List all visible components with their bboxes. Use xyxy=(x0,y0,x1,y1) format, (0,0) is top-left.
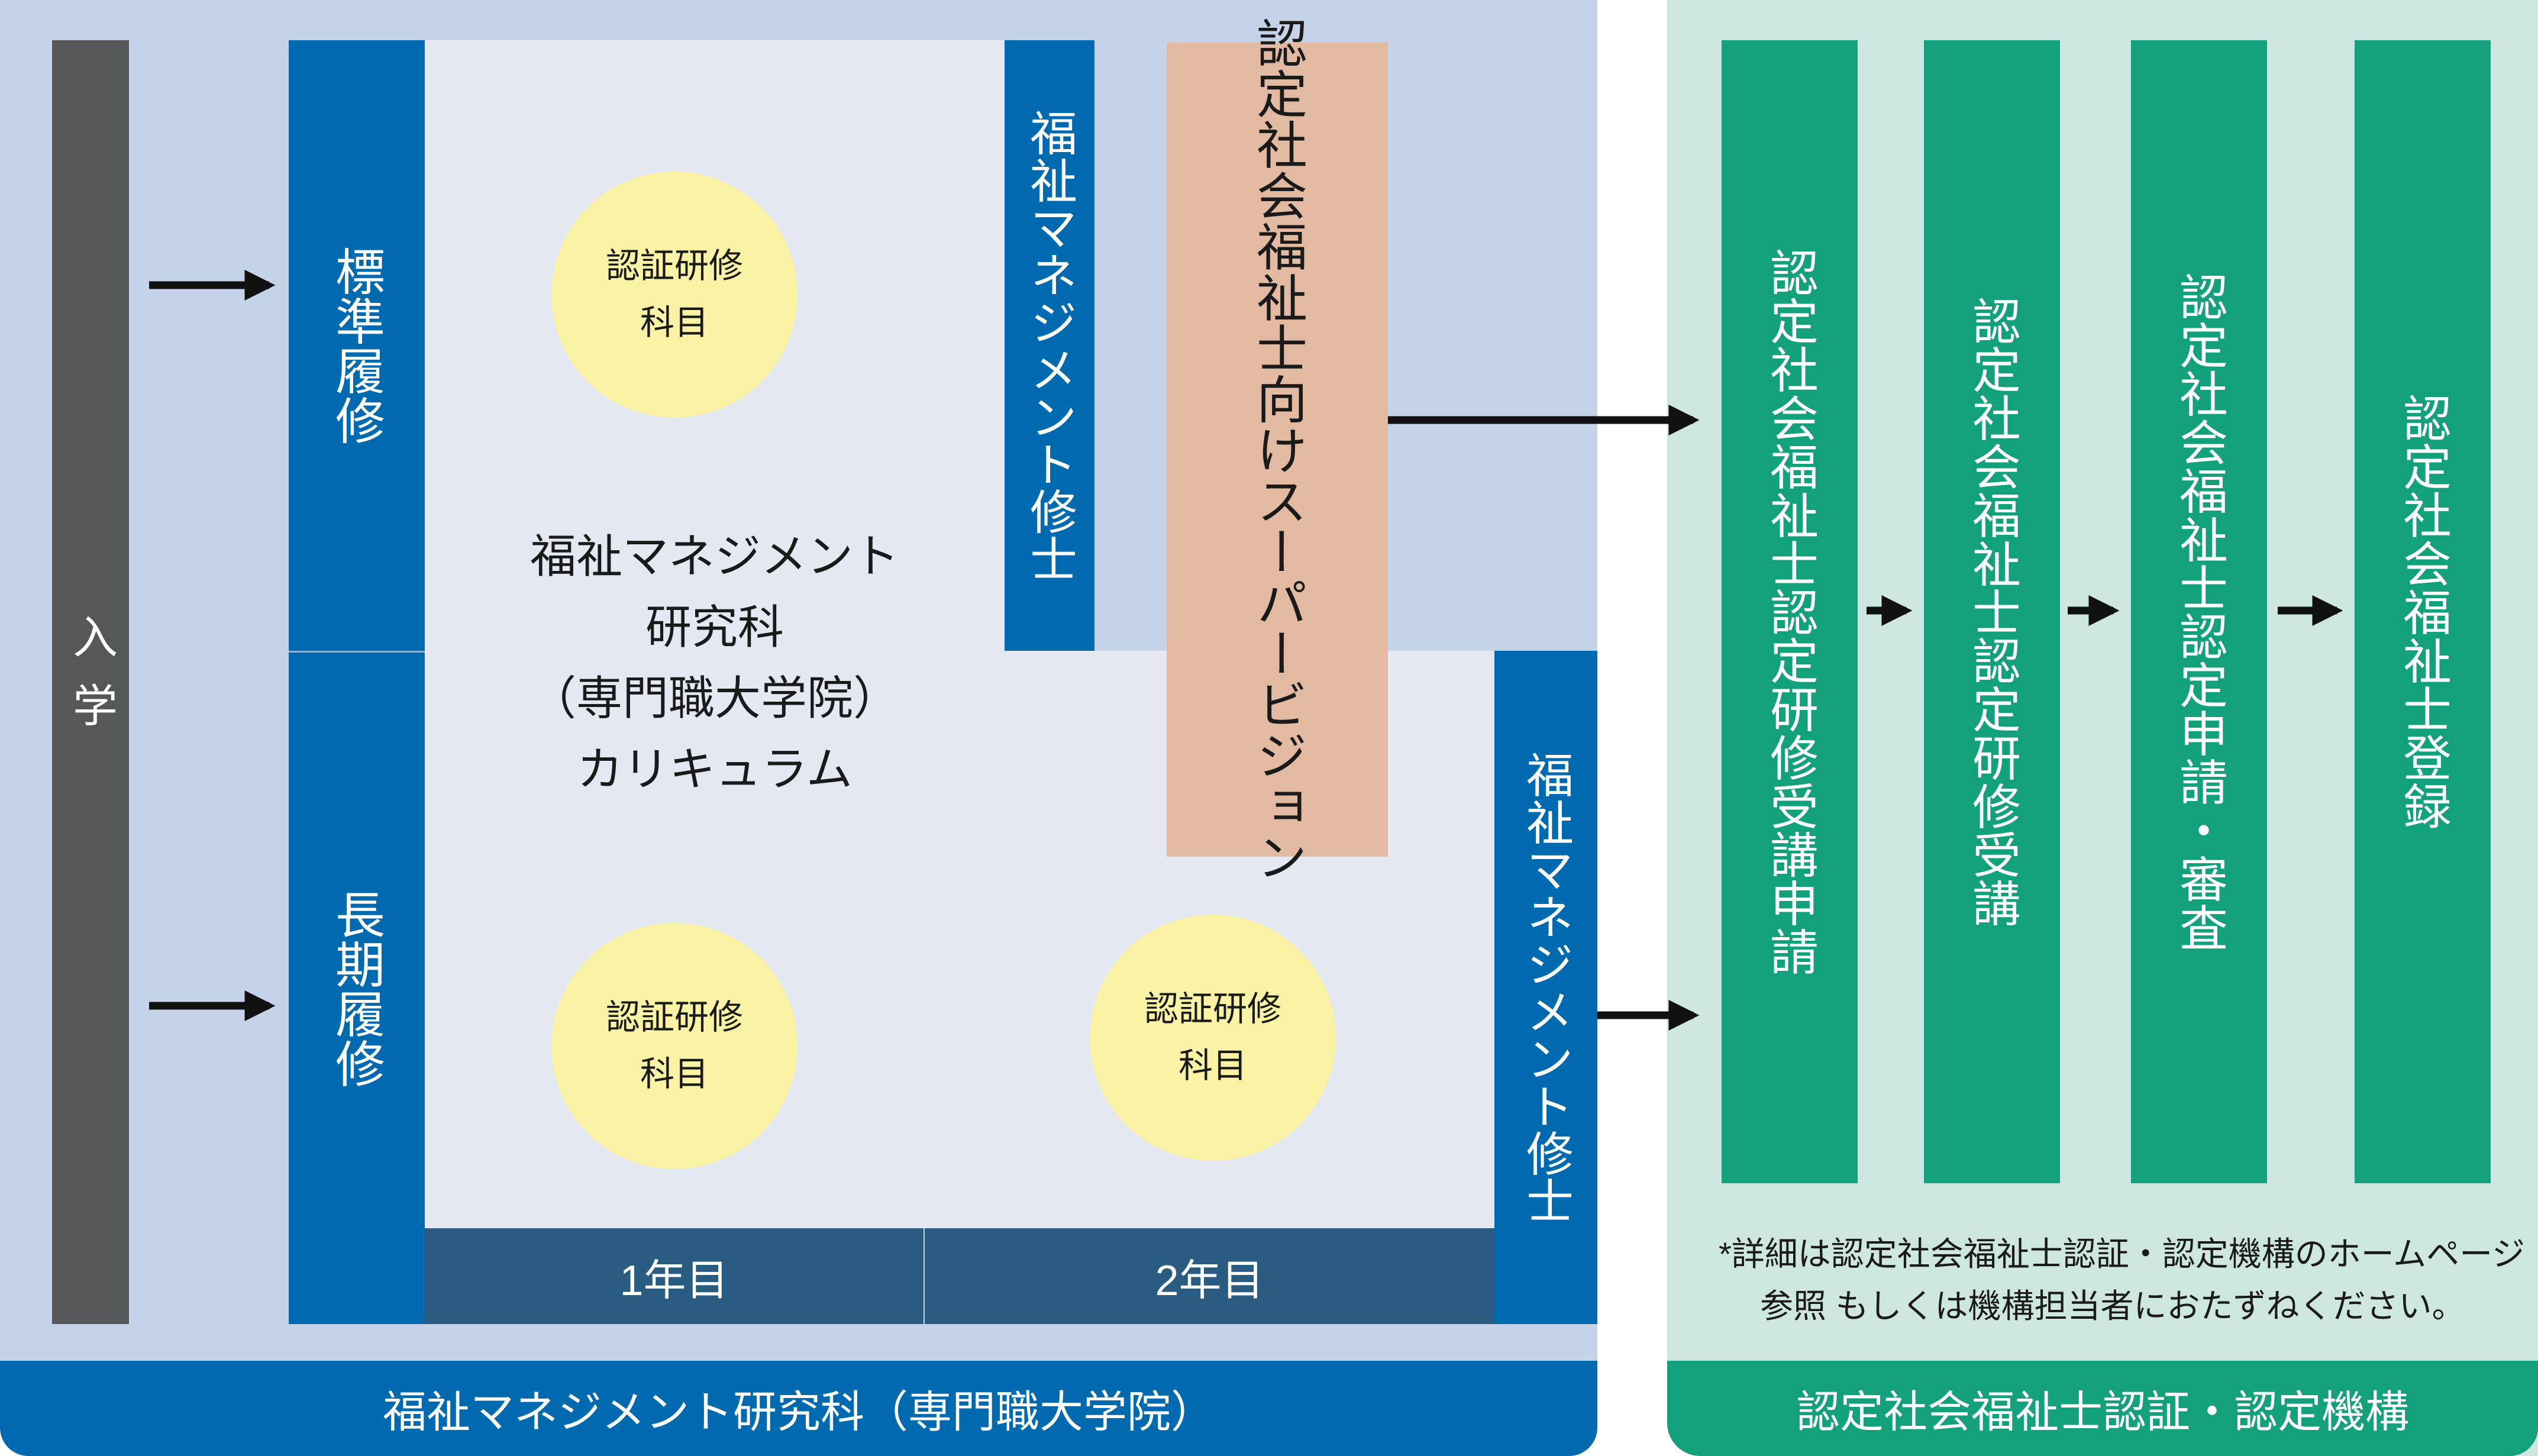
cert-subject-line1: 認証研修 xyxy=(605,998,743,1037)
long-track-label: 長期履修 xyxy=(328,889,385,1088)
graduate-school-name: 福祉マネジメント研究科（専門職大学院） xyxy=(383,1387,1215,1436)
cert-subject-line2: 科目 xyxy=(640,304,709,342)
year-2-label: 2年目 xyxy=(1155,1257,1264,1305)
cert-subject-line1: 認証研修 xyxy=(605,247,743,285)
long-track-box: 長期履修 xyxy=(289,651,425,1324)
details-note: *詳細は認定社会福祉士認証・認定機構のホームページ 参照 もしくは機構担当者にお… xyxy=(1719,1228,2535,1335)
step-training-application: 認定社会福祉士認定研修受講申請 xyxy=(1722,40,1858,1183)
year-1-cell: 1年目 xyxy=(425,1228,924,1324)
certification-org-footer: 認定社会福祉士認証・認定機構 xyxy=(1667,1361,2538,1456)
master-degree-standard-label: 福祉マネジメント修士 xyxy=(1023,109,1076,582)
step-certification-application: 認定社会福祉士認定申請・審査 xyxy=(2131,40,2267,1183)
step-registration: 認定社会福祉士登録 xyxy=(2355,40,2491,1183)
entry-label: 入学 xyxy=(66,614,116,751)
cert-subject-circle: 認証研修 科目 xyxy=(551,172,797,418)
curriculum-label-line: 研究科 xyxy=(645,601,784,653)
cert-subject-line2: 科目 xyxy=(1178,1047,1247,1085)
curriculum-label: 福祉マネジメント 研究科 （専門職大学院） カリキュラム xyxy=(425,521,1005,828)
standard-track-label: 標準履修 xyxy=(328,246,385,445)
supervision-label: 認定社会福祉士向けスーパービジョン xyxy=(1248,17,1306,882)
cert-subject-line1: 認証研修 xyxy=(1144,990,1281,1028)
cert-subject-line2: 科目 xyxy=(640,1055,709,1093)
step-label: 認定社会福祉士認定研修受講申請 xyxy=(1762,248,1817,976)
step-label: 認定社会福祉士認定研修受講 xyxy=(1965,296,2019,927)
certification-org-name: 認定社会福祉士認証・認定機構 xyxy=(1796,1387,2409,1436)
cert-subject-circle: 認証研修 科目 xyxy=(1090,915,1336,1161)
curriculum-label-line: 福祉マネジメント xyxy=(529,530,899,582)
master-degree-standard-box: 福祉マネジメント修士 xyxy=(1005,40,1094,651)
year-1-label: 1年目 xyxy=(619,1257,729,1305)
year-2-cell: 2年目 xyxy=(925,1228,1494,1324)
curriculum-label-line: （専門職大学院） xyxy=(529,672,899,724)
step-label: 認定社会福祉士認定申請・審査 xyxy=(2172,272,2226,951)
graduate-school-footer: 福祉マネジメント研究科（専門職大学院） xyxy=(0,1361,1597,1456)
step-label: 認定社会福祉士登録 xyxy=(2395,393,2450,830)
cert-subject-circle: 認証研修 科目 xyxy=(551,923,797,1169)
entry-bar: 入学 xyxy=(52,40,129,1324)
details-note-line2: 参照 もしくは機構担当者におたずねください。 xyxy=(1760,1287,2465,1325)
details-note-line1: *詳細は認定社会福祉士認証・認定機構のホームページ xyxy=(1719,1235,2525,1273)
curriculum-label-line: カリキュラム xyxy=(577,743,853,795)
master-degree-long-box: 福祉マネジメント修士 xyxy=(1494,651,1597,1324)
standard-track-box: 標準履修 xyxy=(289,40,425,651)
supervision-box: 認定社会福祉士向けスーパービジョン xyxy=(1167,17,1388,882)
step-training-attendance: 認定社会福祉士認定研修受講 xyxy=(1924,40,2060,1183)
master-degree-long-label: 福祉マネジメント修士 xyxy=(1520,751,1572,1224)
